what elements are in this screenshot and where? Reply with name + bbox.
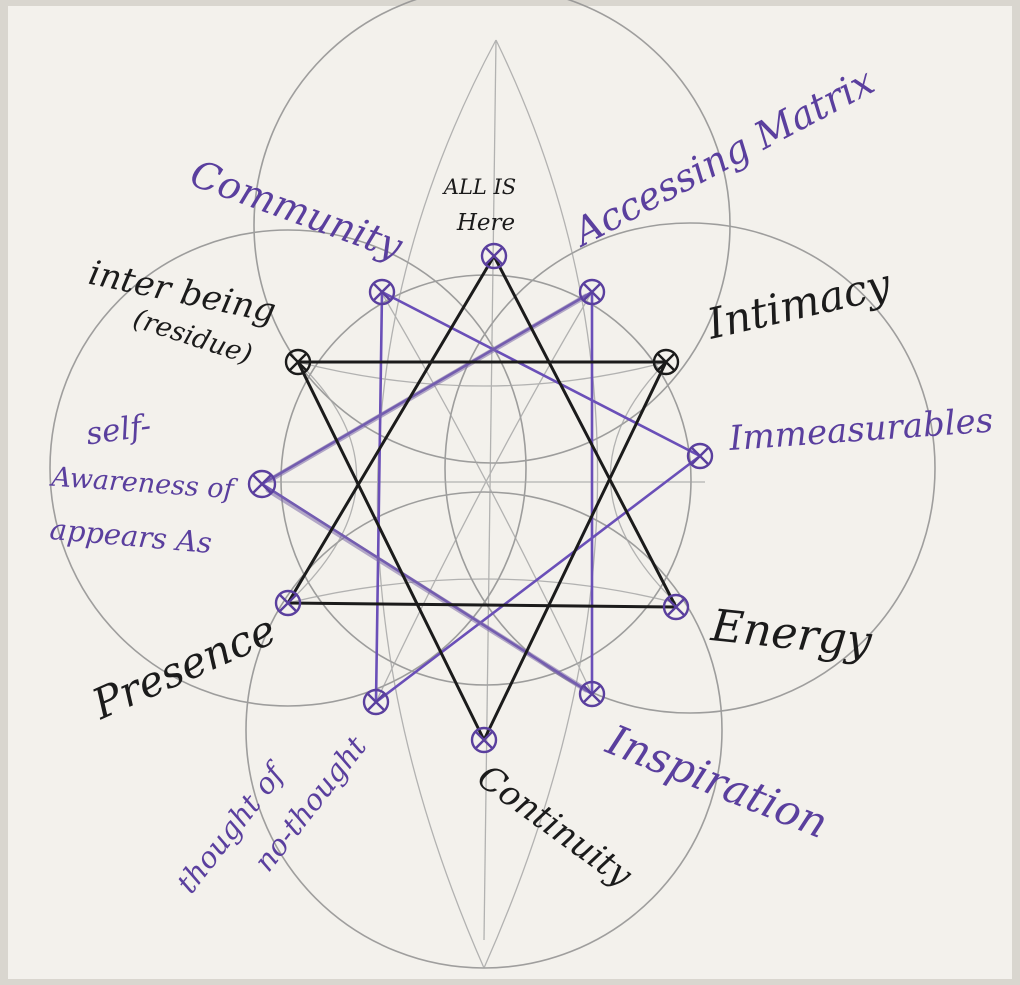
label-all-is-here-line2: Here — [456, 210, 515, 236]
label-all-is-here-line1: ALL IS — [442, 175, 516, 199]
